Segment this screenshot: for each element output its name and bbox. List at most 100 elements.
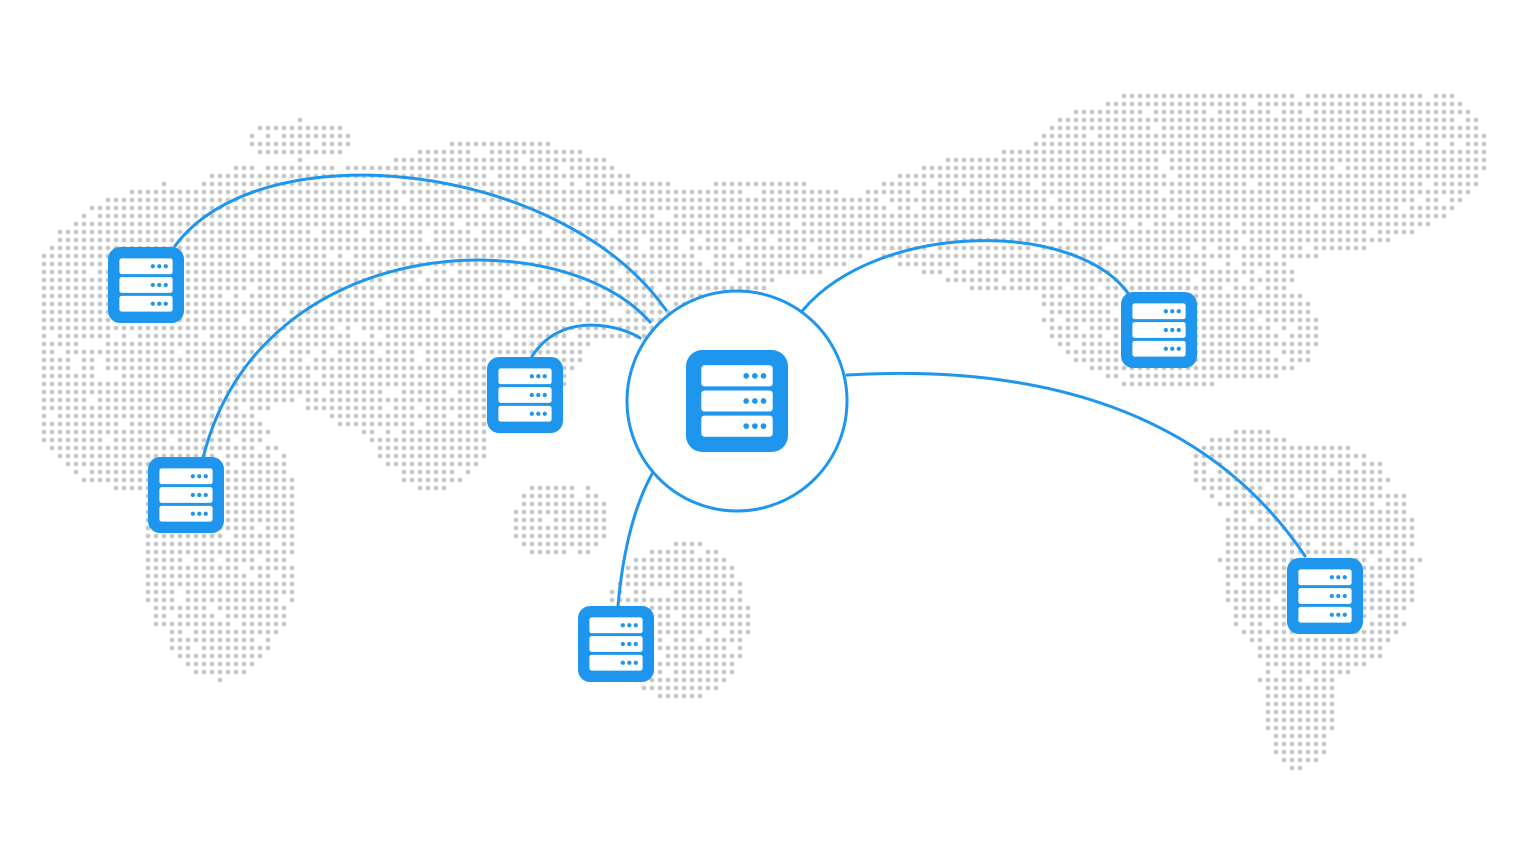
- map-dot: [1361, 205, 1367, 211]
- map-dot: [337, 389, 343, 395]
- map-dot: [1105, 157, 1111, 163]
- map-dot: [1089, 205, 1095, 211]
- map-dot: [81, 213, 87, 219]
- map-dot: [577, 205, 583, 211]
- map-dot: [1073, 237, 1079, 243]
- map-dot: [201, 181, 207, 187]
- map-dot: [553, 213, 559, 219]
- map-dot: [1201, 357, 1207, 363]
- map-dot: [105, 381, 111, 387]
- map-dot: [1081, 173, 1087, 179]
- map-dot: [185, 309, 191, 315]
- map-dot: [97, 221, 103, 227]
- map-dot: [265, 197, 271, 203]
- map-dot: [1161, 229, 1167, 235]
- map-dot: [489, 245, 495, 251]
- map-dot: [281, 213, 287, 219]
- map-dot: [1161, 181, 1167, 187]
- map-dot: [297, 285, 303, 291]
- map-dot: [569, 365, 575, 371]
- map-dot: [1337, 453, 1343, 459]
- map-dot: [1313, 485, 1319, 491]
- map-dot: [1065, 157, 1071, 163]
- map-dot: [473, 269, 479, 275]
- map-dot: [41, 269, 47, 275]
- map-dot: [473, 413, 479, 419]
- map-dot: [1057, 181, 1063, 187]
- map-dot: [1113, 333, 1119, 339]
- map-dot: [1169, 373, 1175, 379]
- map-dot: [1281, 109, 1287, 115]
- map-dot: [393, 333, 399, 339]
- map-dot: [329, 125, 335, 131]
- map-dot: [1337, 501, 1343, 507]
- map-dot: [1297, 181, 1303, 187]
- map-dot: [1209, 301, 1215, 307]
- map-dot: [241, 349, 247, 355]
- map-dot: [225, 445, 231, 451]
- map-dot: [465, 229, 471, 235]
- map-dot: [1097, 301, 1103, 307]
- map-dot: [1025, 253, 1031, 259]
- map-dot: [865, 221, 871, 227]
- map-dot: [1369, 221, 1375, 227]
- map-dot: [545, 293, 551, 299]
- map-dot: [1241, 229, 1247, 235]
- map-dot: [473, 285, 479, 291]
- map-dot: [1233, 205, 1239, 211]
- map-dot: [969, 181, 975, 187]
- map-dot: [801, 221, 807, 227]
- map-dot: [425, 421, 431, 427]
- map-dot: [441, 325, 447, 331]
- map-dot: [1121, 277, 1127, 283]
- map-dot: [913, 181, 919, 187]
- map-dot: [897, 221, 903, 227]
- map-dot: [601, 277, 607, 283]
- map-dot: [1113, 373, 1119, 379]
- map-dot: [785, 189, 791, 195]
- map-dot: [201, 301, 207, 307]
- map-dot: [1073, 213, 1079, 219]
- map-dot: [385, 245, 391, 251]
- map-dot: [465, 469, 471, 475]
- map-dot: [241, 309, 247, 315]
- map-dot: [1313, 341, 1319, 347]
- map-dot: [297, 277, 303, 283]
- map-dot: [89, 373, 95, 379]
- map-dot: [129, 213, 135, 219]
- map-dot: [1105, 285, 1111, 291]
- map-dot: [1017, 285, 1023, 291]
- map-dot: [433, 413, 439, 419]
- map-dot: [1177, 197, 1183, 203]
- map-dot: [841, 229, 847, 235]
- map-dot: [1305, 493, 1311, 499]
- map-dot: [1297, 117, 1303, 123]
- map-dot: [561, 189, 567, 195]
- map-dot: [697, 285, 703, 291]
- map-dot: [321, 197, 327, 203]
- map-dot: [209, 261, 215, 267]
- map-dot: [673, 197, 679, 203]
- map-dot: [1297, 357, 1303, 363]
- map-dot: [201, 221, 207, 227]
- map-dot: [729, 229, 735, 235]
- map-dot: [49, 357, 55, 363]
- map-dot: [441, 461, 447, 467]
- map-dot: [1209, 205, 1215, 211]
- map-dot: [465, 437, 471, 443]
- map-dot: [1153, 117, 1159, 123]
- map-dot: [1129, 261, 1135, 267]
- map-dot: [129, 453, 135, 459]
- map-dot: [889, 237, 895, 243]
- map-dot: [1305, 237, 1311, 243]
- map-dot: [393, 301, 399, 307]
- map-dot: [1289, 357, 1295, 363]
- map-dot: [353, 181, 359, 187]
- map-dot: [121, 213, 127, 219]
- map-dot: [561, 501, 567, 507]
- map-dot: [369, 309, 375, 315]
- map-dot: [65, 397, 71, 403]
- map-dot: [521, 165, 527, 171]
- map-dot: [313, 325, 319, 331]
- map-dot: [609, 333, 615, 339]
